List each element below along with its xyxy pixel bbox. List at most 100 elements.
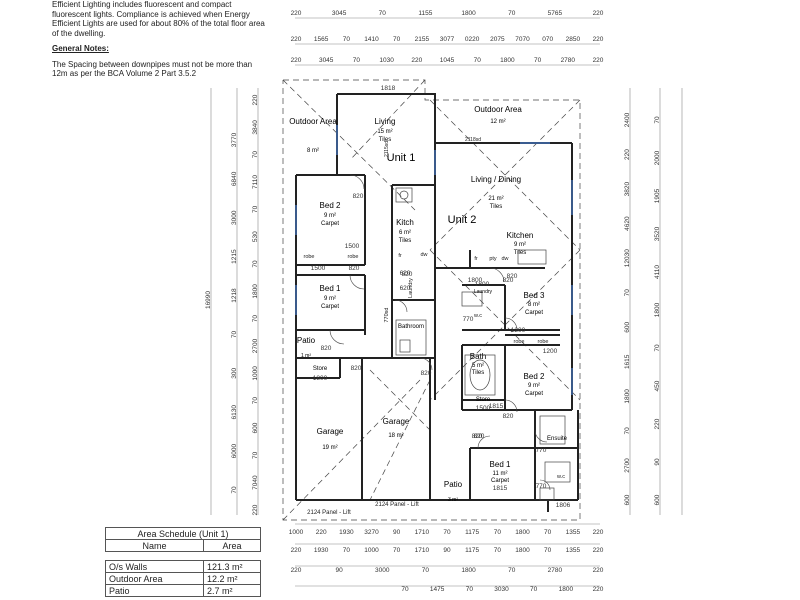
dim-top-row-1: 70 xyxy=(508,10,516,17)
dim-bottom-row-2: 220 xyxy=(593,547,604,554)
dim-bottom-row-3: 220 xyxy=(291,567,302,574)
dim-internal: 1500 xyxy=(311,265,326,272)
room-bed1u2-finish: Carpet xyxy=(491,478,509,484)
dim-left-col-1: 70 xyxy=(252,151,259,159)
dim-top-row-3: 70 xyxy=(534,57,542,64)
dim-left-col-1: 220 xyxy=(252,94,259,105)
dim-internal: 1800 xyxy=(313,375,328,382)
panel-lift-label-1: 2124 Panel - Lift xyxy=(307,510,351,516)
dim-right-col-2: 90 xyxy=(654,458,661,466)
room-store2-name: Store xyxy=(476,397,491,403)
dim-bottom-row-1: 1355 xyxy=(566,529,581,536)
unit-1-label: Unit 1 xyxy=(387,152,416,164)
robe-label-3: robe xyxy=(513,339,524,345)
dim-bottom-row-2: 70 xyxy=(494,547,502,554)
area-schedule-col-name: Name xyxy=(105,539,204,552)
dim-top-row-2: 2075 xyxy=(490,36,505,43)
dim-bottom-row-3: 3000 xyxy=(375,567,390,574)
dim-left-col-2: 3000 xyxy=(231,210,238,225)
dim-left-col-1: 70 xyxy=(252,260,259,268)
room-outdoor1-area: 8 m² xyxy=(307,148,319,154)
windows xyxy=(295,125,573,395)
dim-right-col-1: 2400 xyxy=(624,112,631,127)
fr-label-2: fr xyxy=(474,256,478,262)
dim-top-row-2: 3077 xyxy=(440,36,455,43)
dim-bottom-row-1: 1800 xyxy=(515,529,530,536)
dim-top-row-2: 2155 xyxy=(415,36,430,43)
dim-left-col-1: 1800 xyxy=(252,284,259,299)
dim-right-col-2: 1800 xyxy=(654,302,661,317)
dim-bottom-row-1: 3270 xyxy=(364,529,379,536)
dim-bottom-row-2: 70 xyxy=(393,547,401,554)
dim-internal: 820 xyxy=(321,345,332,352)
dim-left-col-2: 300 xyxy=(231,368,238,379)
unit-2-label: Unit 2 xyxy=(448,214,477,226)
room-bed3u2-finish: Carpet xyxy=(525,310,543,316)
dim-top-row-3: 2780 xyxy=(561,57,576,64)
dim-left-col-2: 6840 xyxy=(231,171,238,186)
dim-right-col-1: 1800 xyxy=(624,389,631,404)
robe-label-2: robe xyxy=(347,254,358,260)
room-patio2-area: 3 m² xyxy=(448,497,458,503)
dim-top-row-2: 70 xyxy=(343,36,351,43)
dim-top-row-2: 70 xyxy=(393,36,401,43)
dim-bottom-row-2: 1930 xyxy=(314,547,329,554)
doors xyxy=(329,174,551,491)
dim-internal: 1800 xyxy=(475,281,490,288)
dim-internal: 770 xyxy=(463,316,474,323)
wc-label-2: w.c xyxy=(556,474,565,480)
dim-bottom-row-2: 70 xyxy=(343,547,351,554)
dim-left-col-1: 70 xyxy=(252,451,259,459)
dim-top-row-3: 1800 xyxy=(500,57,515,64)
plan-guides xyxy=(210,17,683,587)
room-store1-name: Store xyxy=(313,366,328,372)
dim-right-col-2: 4110 xyxy=(654,265,661,279)
room-bed2u1-name: Bed 2 xyxy=(320,201,341,210)
dim-bottom-row-1: 220 xyxy=(316,529,327,536)
room-kitchen2-finish: Tiles xyxy=(514,250,526,256)
dim-bottom-row-3: 2780 xyxy=(548,567,563,574)
room-patio2-name: Patio xyxy=(444,480,463,489)
dim-bottom-row-1: 220 xyxy=(593,529,604,536)
room-labels-unit-1: Outdoor Area 8 m² Living 15 m² Tiles Bed… xyxy=(289,117,424,451)
dim-right-col-1: 600 xyxy=(624,494,631,505)
dim-right-col-2: 70 xyxy=(654,344,661,352)
dim-bottom-row-4: 3030 xyxy=(494,586,509,593)
room-garage2-area: 18 m² xyxy=(388,433,403,439)
room-living2-finish: Tiles xyxy=(490,204,502,210)
dim-right-col-2: 220 xyxy=(654,418,661,429)
dim-top-row-1: 1800 xyxy=(461,10,476,17)
dim-top-row-1: 1155 xyxy=(418,10,432,17)
dim-internal: 1500 xyxy=(476,405,491,412)
dim-top-row-2: 220 xyxy=(593,36,604,43)
fixtures xyxy=(395,187,571,501)
room-kitch1-area: 6 m² xyxy=(399,230,411,236)
room-bed2u1-area: 9 m² xyxy=(324,213,336,219)
dim-bottom-row-3: 70 xyxy=(422,567,430,574)
wc-label-1: w.c xyxy=(473,313,482,319)
dim-top-row-2: 070 xyxy=(542,36,553,43)
dim-right-col-2: 600 xyxy=(654,494,661,505)
room-bed1u1-finish: Carpet xyxy=(321,304,339,310)
dim-left-col-1: 70 xyxy=(252,315,259,323)
area-schedule-col-area: Area xyxy=(203,539,261,552)
dim-internal: 820 xyxy=(351,365,362,372)
dim-left-col-1: 70 xyxy=(252,397,259,405)
dim-bottom-row-3: 90 xyxy=(336,567,344,574)
dim-right-col-1: 220 xyxy=(624,149,631,160)
dim-left-col-1: 3840 xyxy=(252,120,259,135)
room-bed1u1-area: 9 m² xyxy=(324,296,336,302)
dim-right-col-2: 450 xyxy=(654,380,661,391)
lighting-note: Efficient Lighting includes fluorescent … xyxy=(52,0,265,38)
dim-top-row-2: 1410 xyxy=(364,36,379,43)
dim-top-row-3: 220 xyxy=(593,57,604,64)
dim-bottom-row-1: 1000 xyxy=(289,529,304,536)
room-bed2u2-finish: Carpet xyxy=(525,391,543,397)
dim-bottom-row-3: 70 xyxy=(508,567,516,574)
room-bed2u2-area: 9 m² xyxy=(528,383,540,389)
roof-lines xyxy=(282,79,581,521)
dim-left-col-2: 70 xyxy=(231,486,238,494)
dim-right-col-1: 3820 xyxy=(624,181,631,196)
dim-right-col-1: 70 xyxy=(624,427,631,435)
